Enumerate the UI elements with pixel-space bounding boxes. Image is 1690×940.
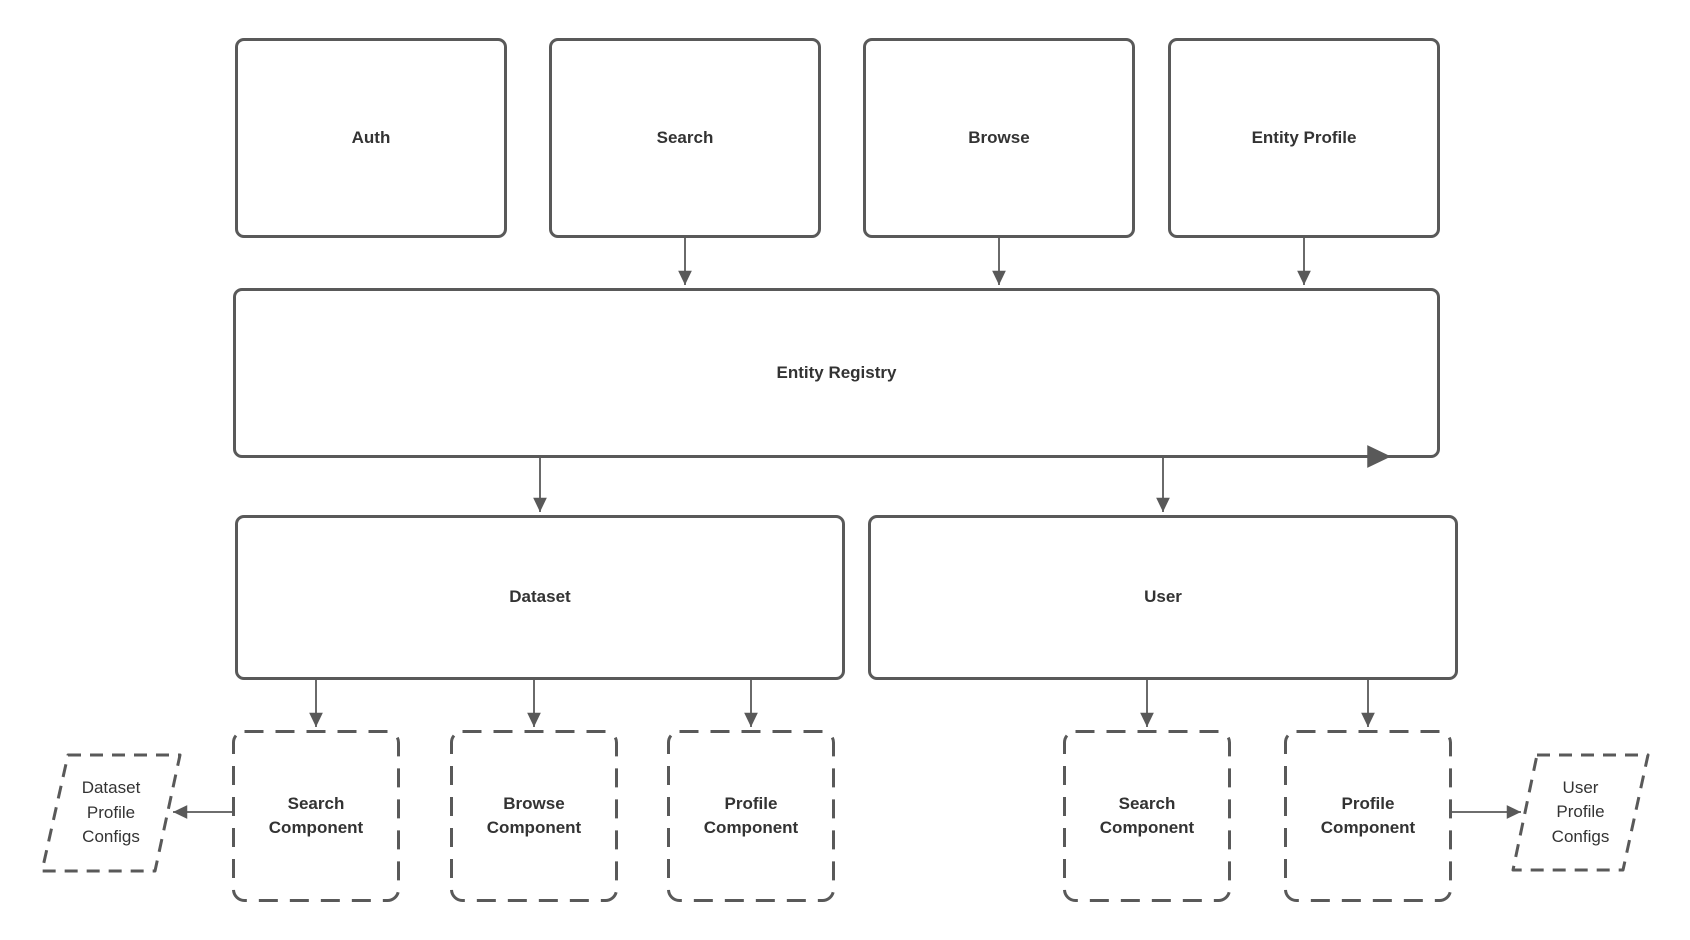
node-user[interactable]: User xyxy=(868,515,1458,680)
node-dataset-search-component[interactable]: Search Component xyxy=(232,730,400,902)
node-dataset-profile-component-label: Profile Component xyxy=(703,793,799,837)
node-search-label: Search xyxy=(656,127,714,147)
dashed-parallelogram-shape xyxy=(40,753,182,873)
node-dataset-search-component-label: Search Component xyxy=(268,793,364,837)
node-entity-registry[interactable]: Entity Registry xyxy=(233,288,1440,458)
node-dataset-profile-configs[interactable]: Dataset Profile Configs xyxy=(40,753,182,873)
dashed-box-shape xyxy=(1284,730,1452,902)
node-browse-label: Browse xyxy=(968,127,1030,147)
node-user-profile-component[interactable]: Profile Component xyxy=(1284,730,1452,902)
node-browse[interactable]: Browse xyxy=(863,38,1135,238)
dashed-box-shape xyxy=(1063,730,1231,902)
node-user-profile-configs[interactable]: User Profile Configs xyxy=(1511,753,1650,872)
node-dataset-profile-component[interactable]: Profile Component xyxy=(667,730,835,902)
node-auth-label: Auth xyxy=(351,127,391,147)
node-dataset-browse-component[interactable]: Browse Component xyxy=(450,730,618,902)
node-dataset-browse-component-label: Browse Component xyxy=(486,793,582,837)
node-entity-profile-label: Entity Profile xyxy=(1251,127,1357,147)
node-auth[interactable]: Auth xyxy=(235,38,507,238)
dashed-box-shape xyxy=(667,730,835,902)
node-dataset-label: Dataset xyxy=(509,587,571,607)
node-dataset-profile-configs-label: Dataset Profile Configs xyxy=(81,778,141,847)
node-user-label: User xyxy=(1144,587,1182,607)
dashed-box-shape xyxy=(232,730,400,902)
node-user-search-component[interactable]: Search Component xyxy=(1063,730,1231,902)
node-entity-registry-label: Entity Registry xyxy=(776,362,897,382)
node-user-search-component-label: Search Component xyxy=(1099,793,1195,837)
dashed-parallelogram-shape xyxy=(1511,753,1650,872)
node-dataset[interactable]: Dataset xyxy=(235,515,845,680)
node-search[interactable]: Search xyxy=(549,38,821,238)
node-user-profile-configs-label: User Profile Configs xyxy=(1551,777,1610,846)
dashed-box-shape xyxy=(450,730,618,902)
node-user-profile-component-label: Profile Component xyxy=(1320,793,1416,837)
node-entity-profile[interactable]: Entity Profile xyxy=(1168,38,1440,238)
